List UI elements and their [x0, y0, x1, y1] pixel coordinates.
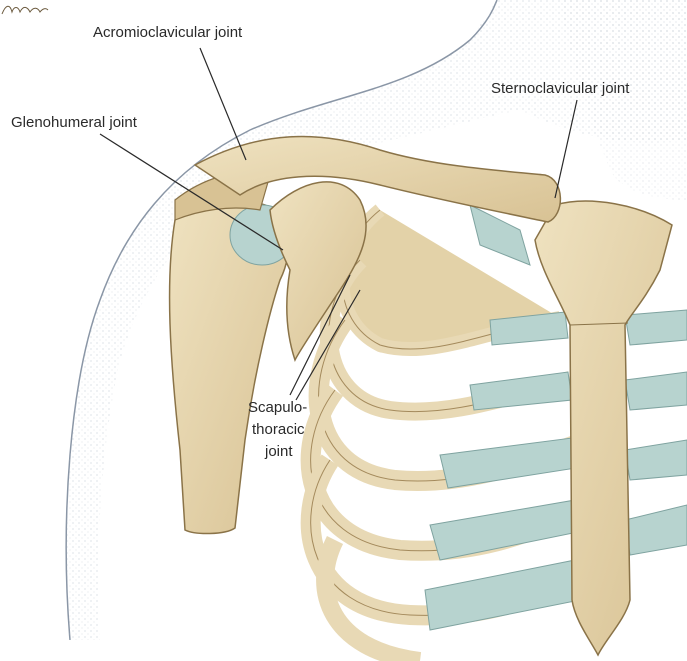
label-scapulothoracic-line1: Scapulo- — [246, 397, 307, 419]
label-sternoclavicular-joint: Sternoclavicular joint — [491, 80, 629, 98]
label-scapulothoracic-line3: joint — [246, 441, 307, 463]
humerus — [170, 200, 294, 534]
label-glenohumeral-joint: Glenohumeral joint — [11, 114, 137, 132]
label-scapulothoracic-line2: thoracic — [246, 419, 307, 441]
label-acromioclavicular-joint: Acromioclavicular joint — [93, 24, 242, 42]
artist-signature — [0, 0, 50, 18]
label-scapulothoracic-joint: Scapulo- thoracic joint — [246, 397, 307, 462]
leader-acromioclavicular — [200, 48, 246, 160]
